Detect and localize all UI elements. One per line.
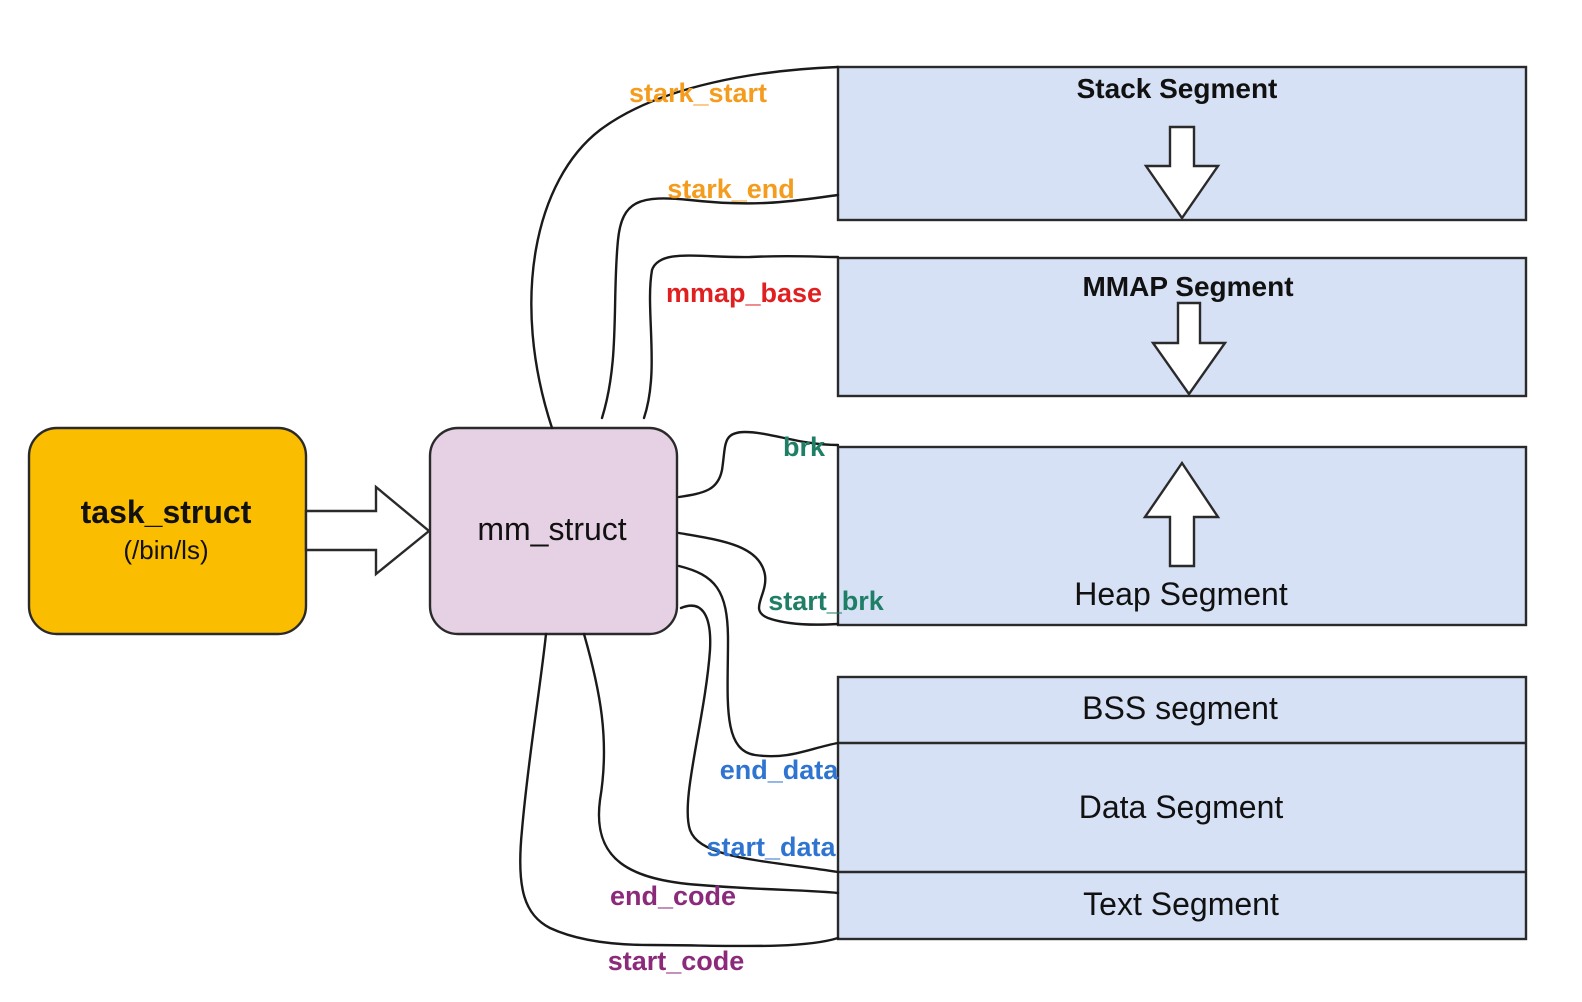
mm-struct-node: mm_struct [428,426,679,636]
heap-segment: Heap Segment [836,445,1528,627]
code-data-segments: BSS segment Data Segment Text Segment [836,675,1528,941]
heap-grows-up-arrow [1142,460,1221,568]
bss-segment-label: BSS segment [1082,690,1278,726]
mmap-grows-down-arrow [1150,301,1228,397]
mmap-segment: MMAP Segment [836,256,1528,398]
task-struct-title: task_struct [81,494,252,530]
start-brk-wire [677,531,840,626]
start-brk-label: start_brk [768,586,885,616]
stark-start-wire [530,65,840,430]
task-struct-box [27,426,308,636]
stack-segment-label: Stack Segment [1077,73,1278,104]
mmap-segment-label: MMAP Segment [1082,271,1293,302]
data-segment-label: Data Segment [1079,789,1284,825]
mmap-base-wire [642,254,840,420]
end-data-label: end_data [720,755,840,785]
task-to-mm-arrow [304,484,431,577]
mm-struct-title: mm_struct [477,511,626,547]
brk-wire [677,430,840,499]
start-code-wire [519,632,840,948]
end-code-wire [582,632,840,895]
end-code-label: end_code [610,881,736,911]
stark-end-wire [600,193,840,420]
end-data-wire [677,564,840,758]
brk-label: brk [783,432,826,462]
bss-data-text-box [836,675,1528,941]
mmap-base-label: mmap_base [666,278,822,308]
stark-start-label: stark_start [629,78,767,108]
stack-segment: Stack Segment [836,65,1528,222]
heap-segment-label: Heap Segment [1074,576,1288,612]
start-data-label: start_data [706,832,836,862]
stark-end-label: stark_end [667,174,795,204]
mm-struct-box [428,426,679,636]
start-code-label: start_code [608,946,745,976]
stack-grows-down-arrow [1143,125,1221,221]
task-struct-subtitle: (/bin/ls) [123,535,208,565]
start-data-wire [679,604,840,874]
task-struct-node: task_struct (/bin/ls) [27,426,308,636]
text-segment-label: Text Segment [1083,886,1279,922]
